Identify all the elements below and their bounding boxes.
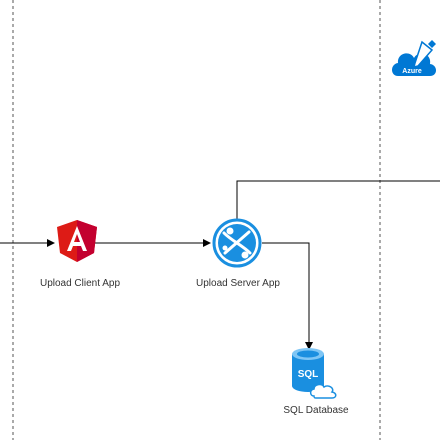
sql-label: SQL Database [283, 405, 349, 416]
client-label: Upload Client App [39, 278, 121, 289]
azure-cloud-icon[interactable]: Azure [392, 40, 436, 76]
edge-server-to-external-right[interactable] [236, 180, 440, 220]
azure-badge: Azure [402, 68, 422, 75]
server-label: Upload Server App [196, 278, 280, 289]
app-service-icon[interactable] [212, 218, 262, 268]
sql-badge: SQL [298, 369, 319, 380]
edge-server-to-sql[interactable] [262, 242, 313, 350]
sql-database-icon[interactable]: SQL [292, 348, 337, 399]
angular-icon[interactable] [57, 220, 97, 262]
